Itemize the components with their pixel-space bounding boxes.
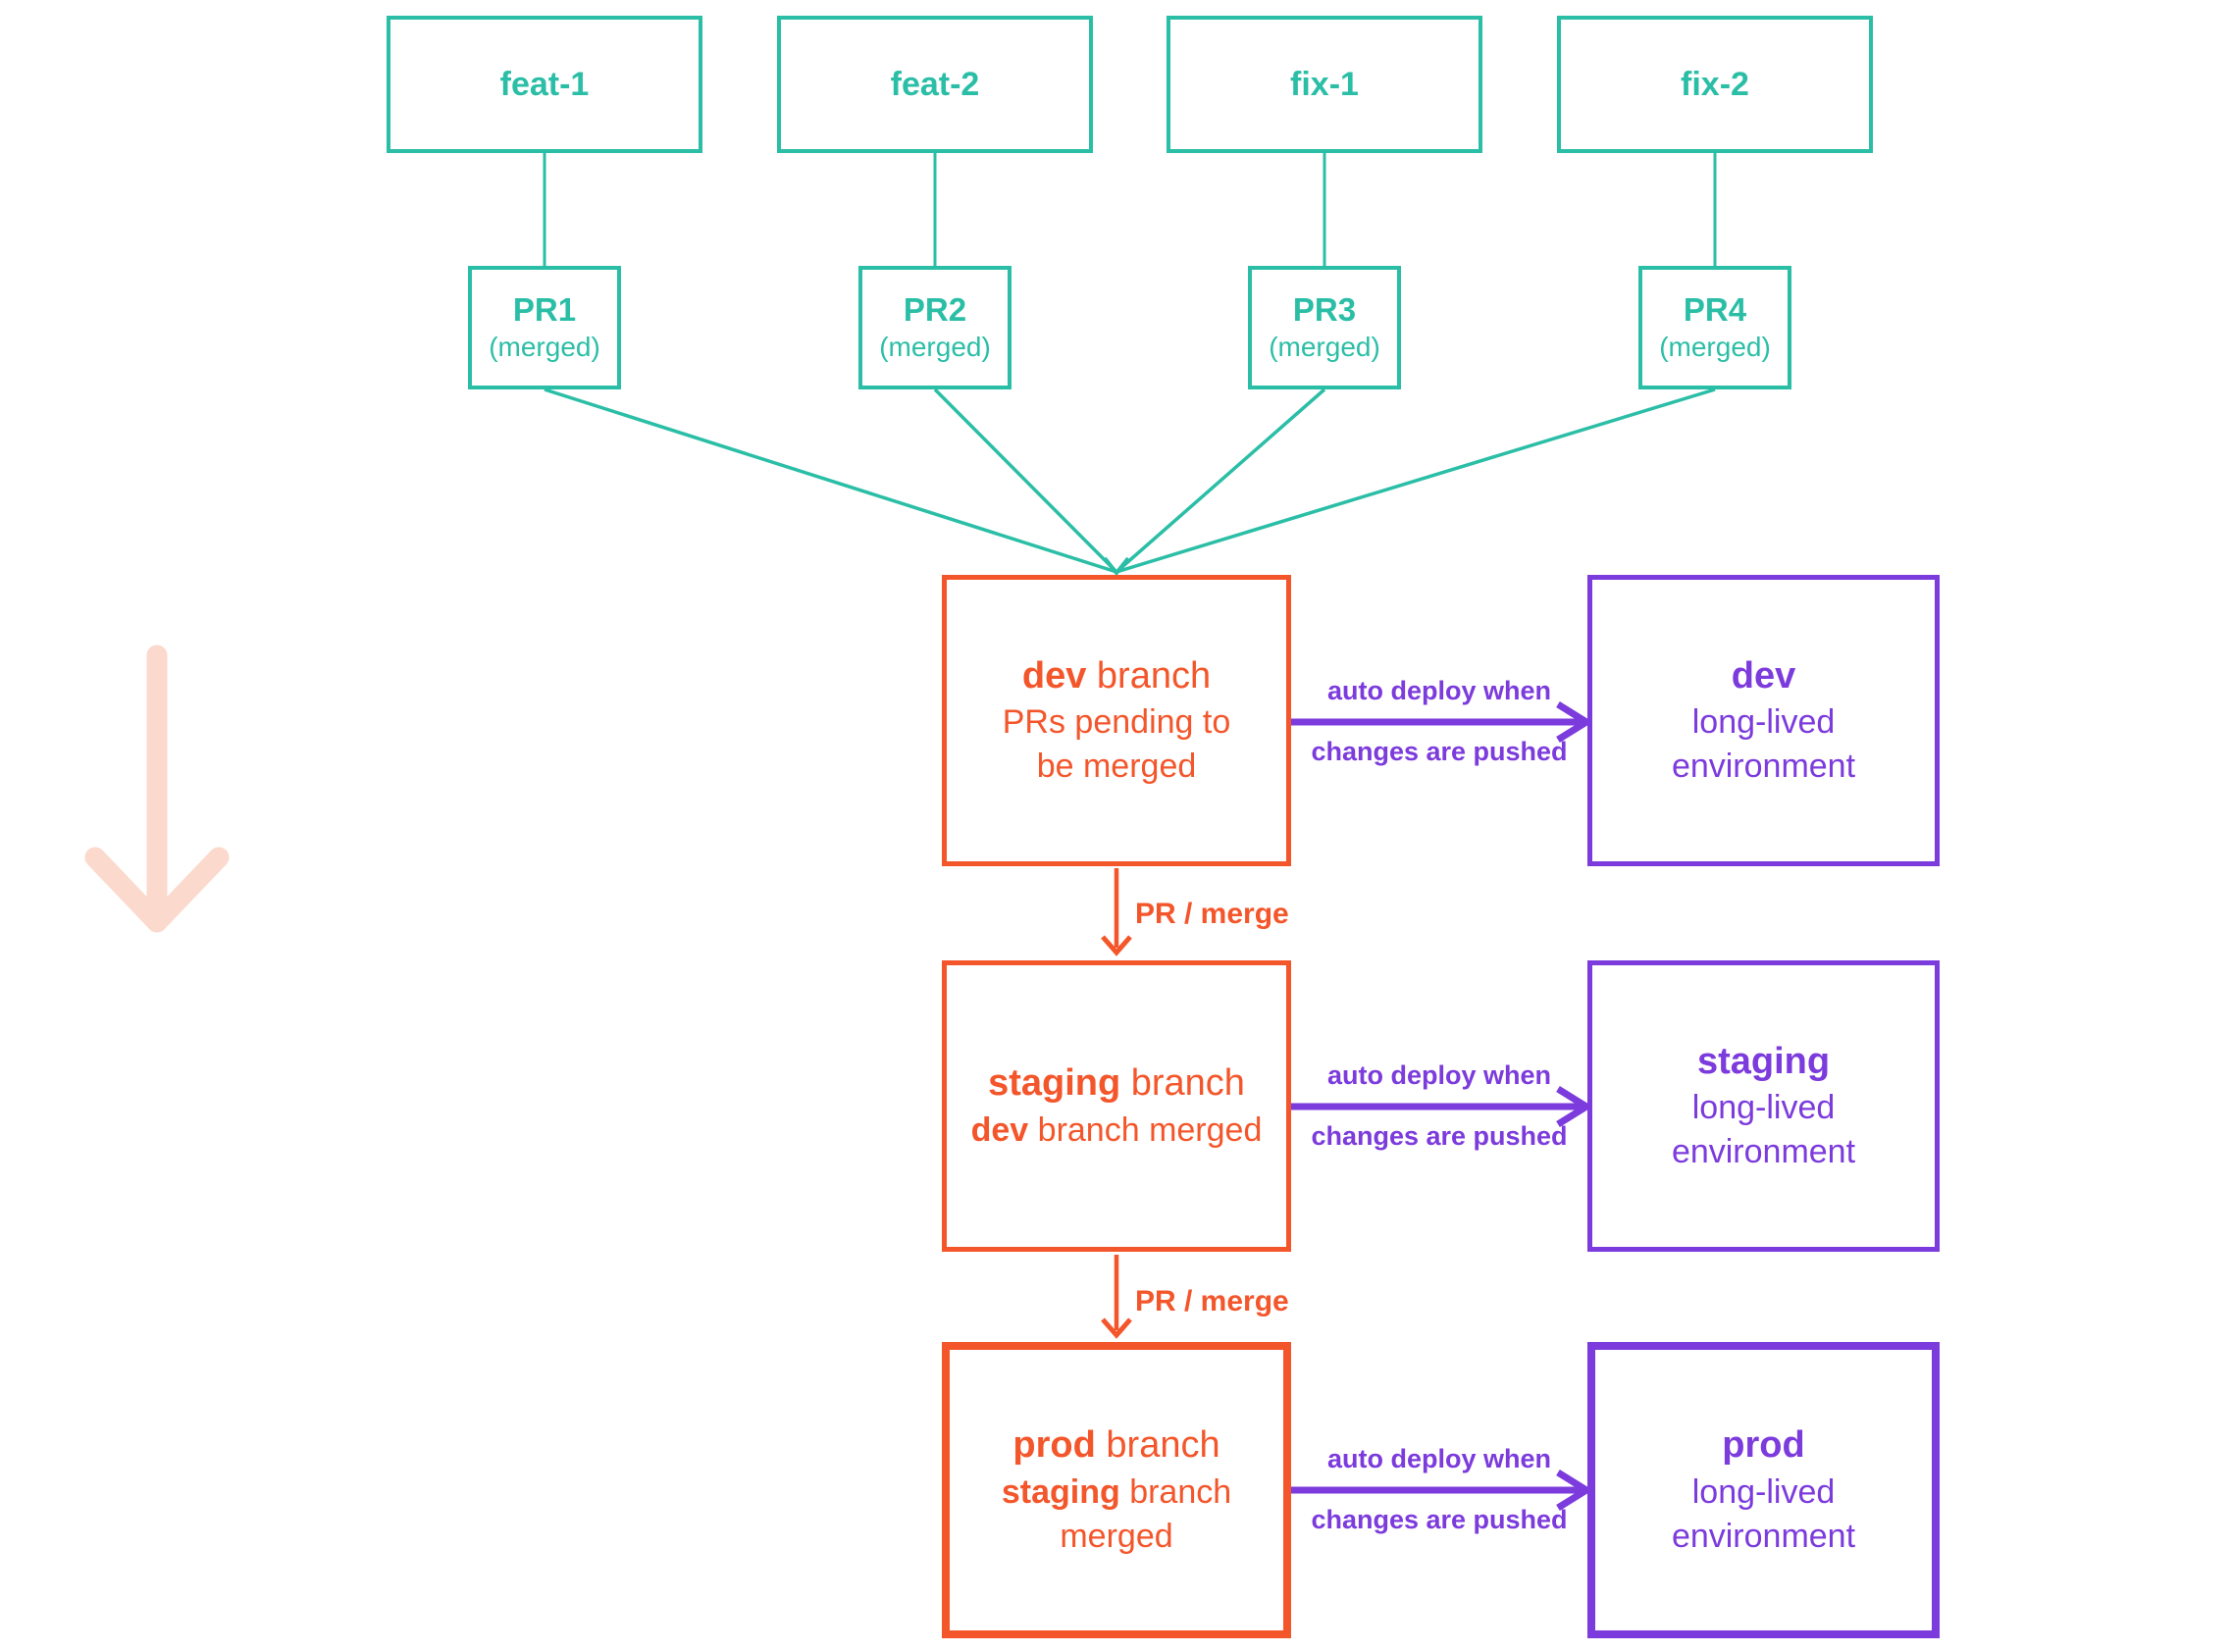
pr-to-dev-connectors	[544, 387, 1716, 577]
staging-branch-title: staging branch	[988, 1059, 1245, 1108]
flow-arrow-head	[84, 847, 230, 933]
dev-branch-subtitle-line1: PRs pending to	[1002, 703, 1231, 742]
dev-to-staging-arrowhead	[1101, 935, 1132, 956]
dev-deploy-label-line1: auto deploy when	[1326, 676, 1551, 705]
pr-name: PR4	[1683, 291, 1747, 329]
pr-status: (merged)	[1269, 332, 1380, 363]
dev-deploy-arrowhead	[1556, 701, 1593, 743]
pr-status: (merged)	[879, 332, 991, 363]
pr-box-pr3: PR3 (merged)	[1248, 266, 1401, 389]
prod-branch-title-rest: branch	[1095, 1424, 1220, 1467]
prod-environment-subtitle-line1: long-lived	[1691, 1472, 1836, 1511]
prod-branch-subtitle-bold: staging	[1001, 1472, 1120, 1511]
staging-environment-subtitle-line1: long-lived	[1691, 1089, 1836, 1127]
staging-to-prod-merge-label: PR / merge	[1135, 1285, 1289, 1317]
dev-environment-title: dev	[1731, 654, 1796, 697]
feature-branch-box-fix-1: fix-1	[1167, 16, 1482, 153]
feature-branch-label: fix-1	[1290, 65, 1359, 103]
staging-branch-box: staging branch dev branch merged	[942, 960, 1291, 1252]
pr-name: PR3	[1292, 291, 1357, 329]
staging-branch-subtitle: dev branch merged	[971, 1109, 1263, 1153]
prod-branch-subtitle: staging branch merged	[979, 1471, 1254, 1559]
prod-environment-box: prod long-lived environment	[1587, 1342, 1940, 1638]
staging-environment-subtitle-line2: environment	[1671, 1133, 1856, 1171]
prod-branch-title-bold: prod	[1012, 1424, 1096, 1467]
flow-direction-arrow	[84, 645, 230, 933]
prod-deploy-arrowhead	[1556, 1470, 1593, 1511]
prod-branch-subtitle-rest: branch merged	[1060, 1472, 1232, 1555]
pr-to-dev-connector	[933, 387, 1118, 574]
dev-branch-subtitle-line2: be merged	[1036, 748, 1197, 786]
staging-branch-title-bold: staging	[988, 1062, 1121, 1105]
feature-to-pr-connectors	[543, 153, 1717, 266]
feature-branch-box-feat-1: feat-1	[387, 16, 702, 153]
dev-environment-subtitle-line1: long-lived	[1691, 703, 1836, 742]
staging-branch-subtitle-bold: dev	[970, 1110, 1029, 1149]
pr-to-dev-connector	[544, 387, 1117, 574]
pr-status: (merged)	[1659, 332, 1771, 363]
feature-branch-box-feat-2: feat-2	[777, 16, 1093, 153]
pr-box-pr1: PR1 (merged)	[468, 266, 621, 389]
feature-branch-label: feat-1	[499, 65, 590, 103]
staging-deploy-label-line1: auto deploy when	[1326, 1060, 1551, 1090]
dev-deploy-label-line2: changes are pushed	[1311, 737, 1568, 766]
dev-branch-title-rest: branch	[1086, 654, 1212, 697]
dev-environment-box: dev long-lived environment	[1587, 575, 1940, 866]
staging-deploy-label-line2: changes are pushed	[1311, 1121, 1568, 1151]
staging-branch-subtitle-rest: branch merged	[1028, 1110, 1263, 1149]
prod-environment-title: prod	[1722, 1424, 1805, 1467]
staging-environment-box: staging long-lived environment	[1587, 960, 1940, 1252]
staging-to-prod-arrowhead	[1101, 1317, 1132, 1339]
pr-name: PR2	[903, 291, 967, 329]
prod-branch-title: prod branch	[1012, 1421, 1219, 1470]
pr-status: (merged)	[489, 332, 600, 363]
prod-deploy-label-line2: changes are pushed	[1311, 1505, 1568, 1534]
dev-to-staging-merge-label: PR / merge	[1135, 898, 1289, 930]
pr-fan-arrowhead	[1103, 556, 1130, 577]
dev-environment-subtitle-line2: environment	[1671, 748, 1856, 786]
feature-branch-label: fix-2	[1681, 65, 1749, 103]
branch-merge-arrows	[1101, 868, 1132, 1339]
pr-to-dev-connector	[1115, 387, 1326, 574]
pr-name: PR1	[512, 291, 577, 329]
dev-branch-title: dev branch	[1022, 652, 1211, 700]
pr-to-dev-connector	[1116, 387, 1716, 574]
pr-box-pr4: PR4 (merged)	[1638, 266, 1791, 389]
pr-box-pr2: PR2 (merged)	[858, 266, 1012, 389]
staging-deploy-arrowhead	[1556, 1086, 1593, 1127]
dev-branch-box: dev branch PRs pending to be merged	[942, 575, 1291, 866]
feature-branch-label: feat-2	[890, 65, 980, 103]
dev-branch-title-bold: dev	[1021, 654, 1087, 697]
staging-branch-title-rest: branch	[1120, 1062, 1245, 1105]
prod-environment-subtitle-line2: environment	[1671, 1517, 1856, 1555]
prod-branch-box: prod branch staging branch merged	[942, 1342, 1291, 1638]
prod-deploy-label-line1: auto deploy when	[1326, 1444, 1551, 1473]
feature-branch-box-fix-2: fix-2	[1557, 16, 1873, 153]
deploy-arrows	[1291, 701, 1593, 1511]
staging-environment-title: staging	[1696, 1040, 1831, 1082]
